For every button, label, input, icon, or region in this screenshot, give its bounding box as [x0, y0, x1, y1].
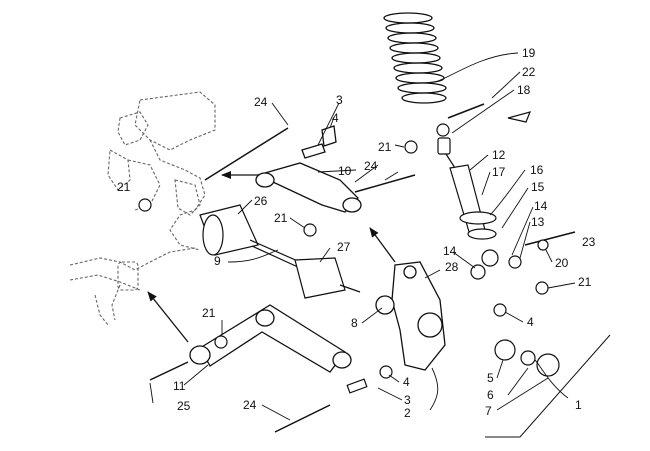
steering-knuckle: [375, 261, 446, 371]
callout-l25: 25: [177, 399, 191, 413]
callout-l27: 27: [337, 240, 351, 254]
frame-bracket: [485, 334, 611, 438]
callout-l7: 7: [485, 404, 492, 418]
callout-l8: 8: [351, 316, 358, 330]
callout-l4a: 4: [332, 111, 339, 125]
callout-l12: 12: [492, 148, 506, 162]
callout-l3b: 3: [404, 393, 411, 407]
callout-l21a: 21: [378, 140, 392, 154]
callout-l4b: 4: [527, 315, 534, 329]
callout-l9: 9: [214, 254, 221, 268]
callout-l26: 26: [254, 194, 268, 208]
lower-control-arm: [189, 304, 352, 373]
callout-l21c: 21: [274, 211, 288, 225]
callout-l24a: 24: [254, 95, 268, 109]
callout-labels: 19 22 18 24 3 4 21 10 24 12 16 17 15 21 …: [117, 46, 596, 420]
callout-l21e: 21: [202, 306, 216, 320]
callout-l24b: 24: [364, 159, 378, 173]
shock-absorber: [436, 123, 499, 267]
callout-l13: 13: [531, 215, 545, 229]
callout-l22: 22: [522, 65, 536, 79]
drive-shaft: [199, 204, 361, 299]
callout-l14a: 14: [534, 199, 548, 213]
callout-l2: 2: [404, 406, 411, 420]
leader-lines: [149, 52, 576, 421]
callout-l17: 17: [492, 165, 506, 179]
callout-l14b: 14: [443, 244, 457, 258]
callout-l20: 20: [555, 256, 569, 270]
bolts: [149, 103, 576, 433]
coil-spring: [383, 12, 447, 104]
callout-l11: 11: [173, 379, 186, 393]
callout-l1: 1: [575, 398, 582, 412]
callout-l10: 10: [338, 164, 352, 178]
callout-l28: 28: [445, 260, 459, 274]
callout-l21b: 21: [117, 180, 131, 194]
callout-l15: 15: [531, 180, 545, 194]
callout-l4c: 4: [403, 375, 410, 389]
hardware: [138, 111, 560, 394]
callout-l24c: 24: [243, 398, 257, 412]
callout-l5: 5: [487, 371, 494, 385]
callout-l3a: 3: [336, 93, 343, 107]
assembly-arrows: [147, 171, 396, 343]
callout-l16: 16: [530, 163, 544, 177]
callout-l21d: 21: [578, 275, 592, 289]
callout-l19: 19: [522, 46, 536, 60]
callout-l23: 23: [582, 235, 596, 249]
callout-l6: 6: [487, 388, 494, 402]
callout-l18: 18: [517, 83, 531, 97]
